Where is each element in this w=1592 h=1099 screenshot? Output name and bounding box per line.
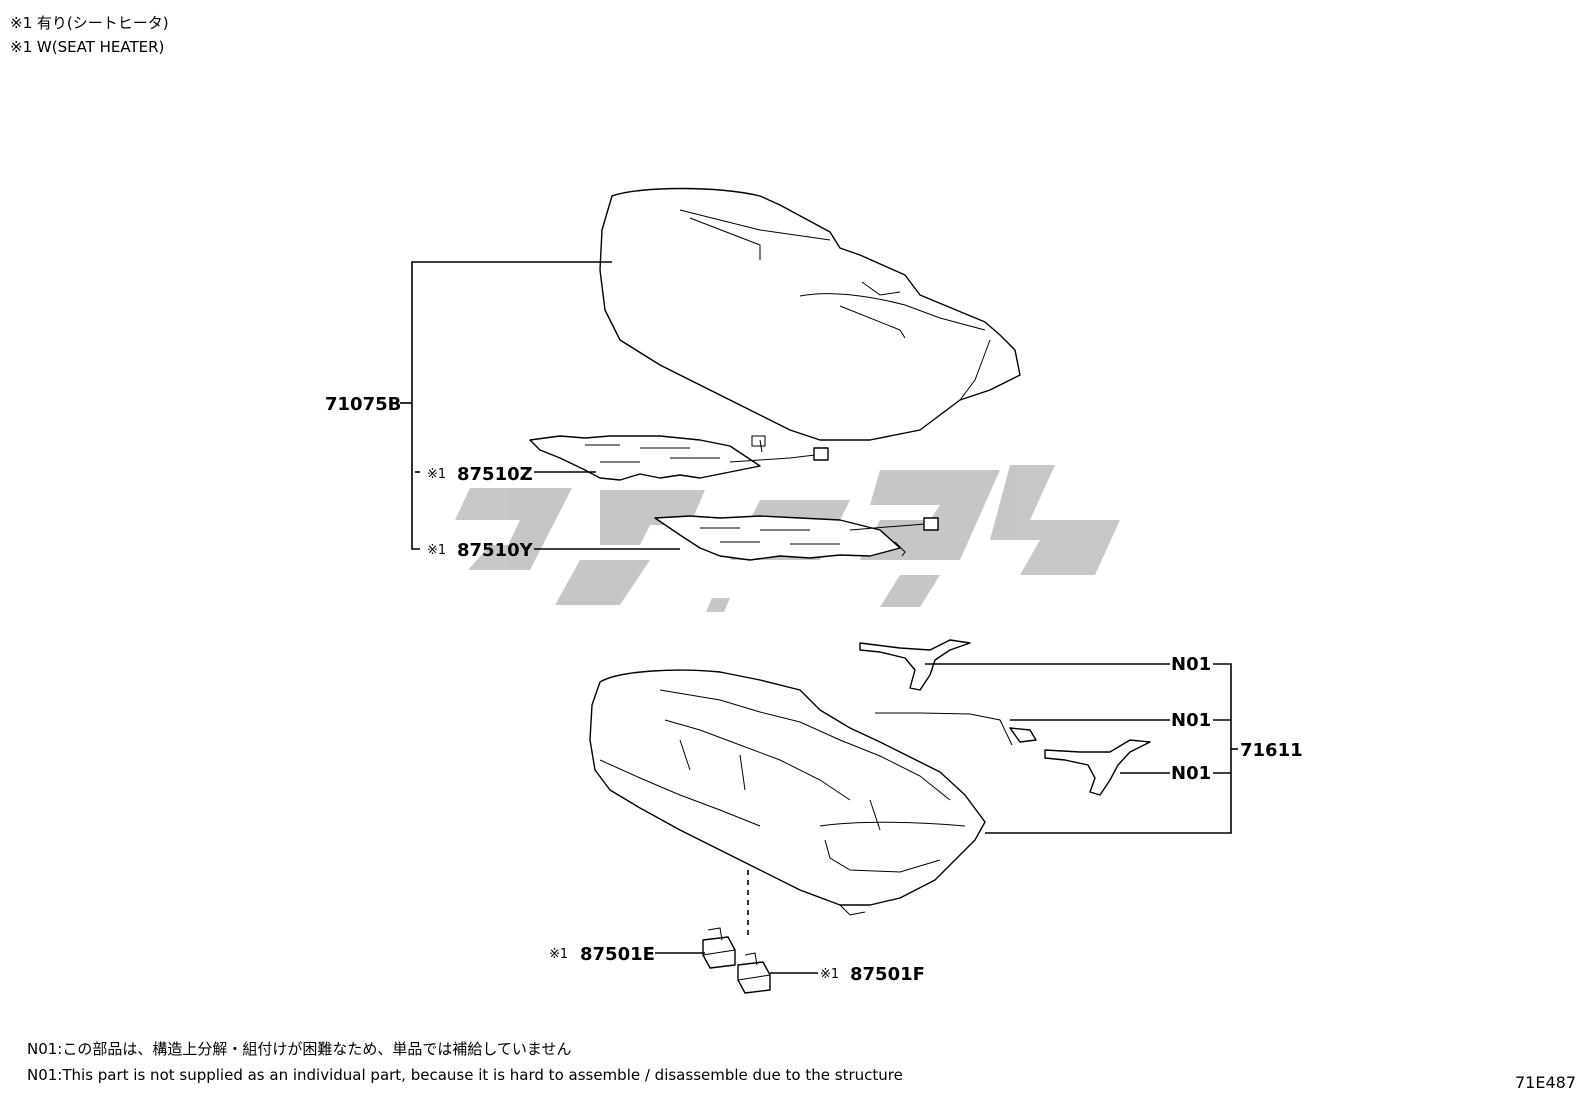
- header-note-jp: ※1 有り(シートヒータ): [10, 14, 169, 32]
- label-87510y: 87510Y: [457, 540, 534, 561]
- leader-lines-right: [925, 663, 1238, 834]
- label-87510z: 87510Z: [457, 464, 533, 485]
- label-87501e-mark: ※1: [549, 947, 568, 962]
- footer-note-jp: N01:この部品は、構造上分解・組付けが困難なため、単品では補給していません: [27, 1040, 572, 1058]
- seatback-cover: [599, 187, 1021, 441]
- label-n01-c: N01: [1171, 763, 1211, 784]
- label-87510z-mark: ※1: [427, 467, 446, 482]
- n01-part-b: [875, 712, 1037, 746]
- label-87501f: 87501F: [850, 964, 925, 985]
- n01-part-c: [1044, 739, 1151, 796]
- switch-87501e: [702, 927, 736, 969]
- header-note-en: ※1 W(SEAT HEATER): [10, 38, 165, 56]
- diagram-code: 71E487: [1515, 1073, 1577, 1092]
- seat-heater-87510y: [654, 515, 939, 561]
- seat-heater-87510z: [529, 435, 829, 481]
- label-n01-a: N01: [1171, 654, 1211, 675]
- label-n01-b: N01: [1171, 710, 1211, 731]
- n01-part-a: [859, 639, 971, 691]
- leader-lines-left: [400, 261, 680, 550]
- label-87501f-mark: ※1: [820, 967, 839, 982]
- label-87510y-mark: ※1: [427, 543, 446, 558]
- switch-87501f: [737, 952, 771, 994]
- label-71611: 71611: [1240, 740, 1303, 761]
- footer-note-en: N01:This part is not supplied as an indi…: [27, 1066, 903, 1084]
- seat-cushion: [589, 669, 986, 916]
- label-87501e: 87501E: [580, 944, 655, 965]
- label-71075b: 71075B: [325, 394, 401, 415]
